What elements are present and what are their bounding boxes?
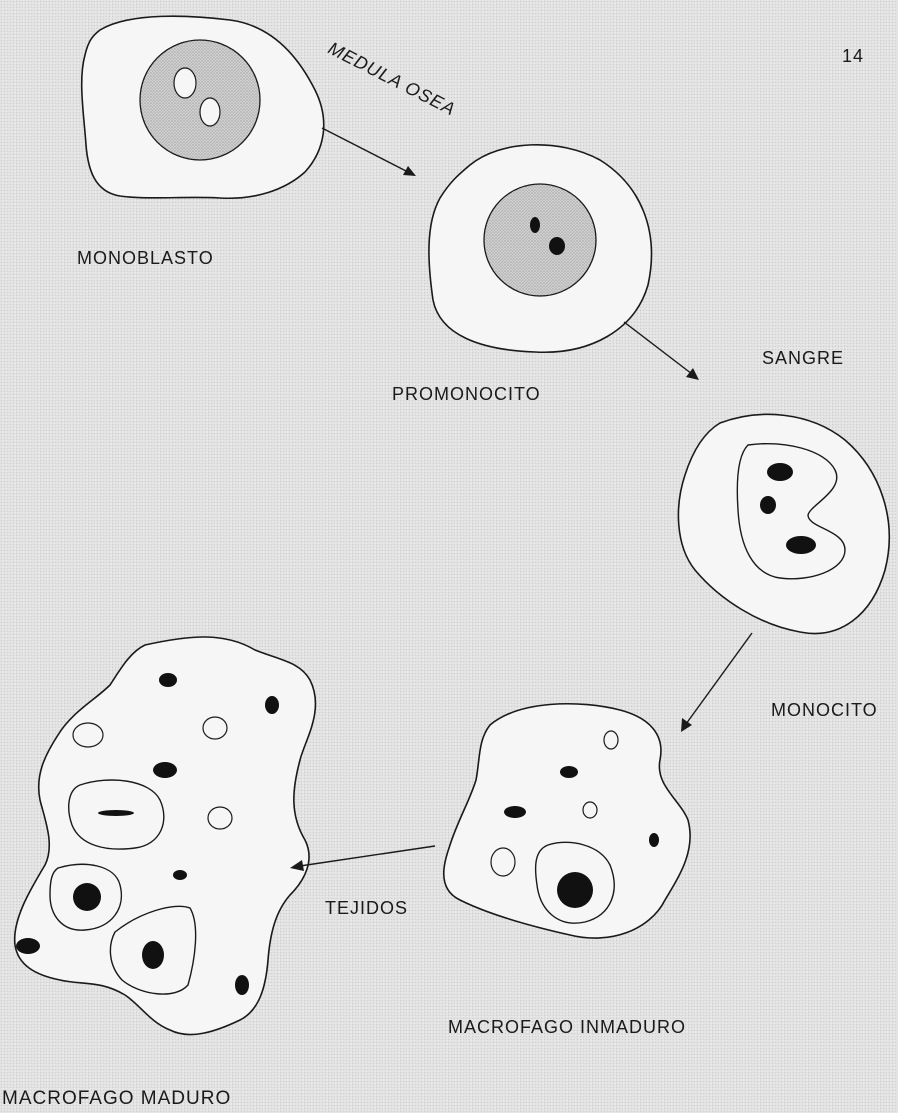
mature-macrophage-nucleolus (98, 810, 134, 816)
immature-macrophage-granule (649, 833, 659, 847)
mature-macrophage-granule (235, 975, 249, 995)
blood-label: SANGRE (762, 348, 844, 369)
immature-macrophage-vacuole (604, 731, 618, 749)
arrow-immature-to-mature-macrophage (290, 846, 435, 871)
mature-macrophage-nucleolus (142, 941, 164, 969)
monoblast-cell (82, 16, 324, 198)
mature-macrophage-granule (16, 938, 40, 954)
monoblast-nucleolus (200, 98, 220, 126)
immature-macrophage-label: MACROFAGO INMADURO (448, 1017, 686, 1038)
monocyte-granule (786, 536, 816, 554)
monocyte-granule (767, 463, 793, 481)
monoblast-nucleolus (174, 68, 196, 98)
mature-macrophage-granule (173, 870, 187, 880)
arrow-monocyte-to-immature-macrophage (681, 633, 752, 732)
immature-macrophage-granule (504, 806, 526, 818)
mature-macrophage-vacuole (208, 807, 232, 829)
mature-macrophage-vacuole (203, 717, 227, 739)
monoblast-nucleus (140, 40, 260, 160)
promonocyte-label: PROMONOCITO (392, 384, 541, 405)
immature-macrophage-vacuole (583, 802, 597, 818)
immature-macrophage-vacuole (491, 848, 515, 876)
monoblast-label: MONOBLASTO (77, 248, 214, 269)
promonocyte-nucleus (484, 184, 596, 296)
mature-macrophage-vacuole (73, 723, 103, 747)
monocyte-cell (678, 414, 889, 633)
promonocyte-cell (429, 145, 652, 352)
immature-macrophage-granule (560, 766, 578, 778)
mature-macrophage-nucleolus (73, 883, 101, 911)
mature-macrophage-granule (153, 762, 177, 778)
mature-macrophage-label: MACROFAGO MADURO (2, 1088, 231, 1110)
immature-macrophage-cell (444, 704, 690, 938)
mature-macrophage-granule (159, 673, 177, 687)
mature-macrophage-cell (15, 637, 316, 1035)
page-number: 14 (842, 46, 864, 67)
arrow-promonocyte-to-monocyte (624, 322, 699, 380)
promonocyte-nucleolus (530, 217, 540, 233)
immature-macrophage-nucleolus (557, 872, 593, 908)
monocyte-label: MONOCITO (771, 700, 878, 721)
tissues-label: TEJIDOS (325, 898, 408, 919)
mature-macrophage-granule (265, 696, 279, 714)
arrow-monoblast-to-promonocyte (322, 128, 416, 176)
monocyte-granule (760, 496, 776, 514)
promonocyte-nucleolus (549, 237, 565, 255)
